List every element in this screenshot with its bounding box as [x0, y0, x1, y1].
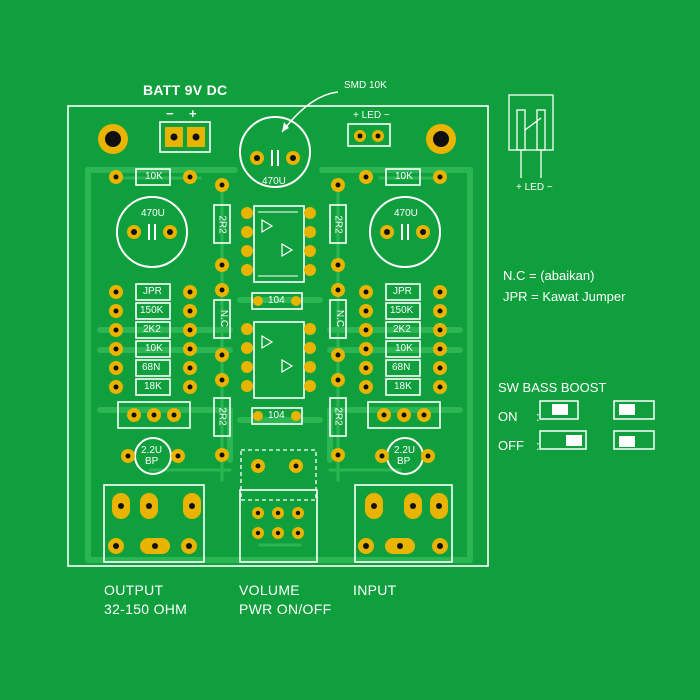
left-150k-label: 150K [140, 305, 164, 316]
cap-left-value: 470U [141, 208, 165, 219]
vertical-parts [213, 178, 347, 462]
led-top-label: + LED − [353, 110, 390, 121]
cap-right [369, 196, 441, 268]
bp-right-value: 2.2U [394, 445, 416, 456]
left-r10k-top [109, 168, 197, 186]
trimmers [117, 401, 441, 429]
left-jpr-label: JPR [143, 286, 162, 297]
right-2r2-a: 2R2 [332, 215, 344, 234]
output-title: OUTPUT [104, 582, 164, 598]
batt-minus: − [166, 106, 174, 121]
left-18k-label: 18K [144, 381, 162, 392]
input-title: INPUT [353, 582, 397, 598]
sw-off-colon: : [536, 438, 540, 453]
output-jack [103, 484, 205, 563]
mounting-holes [98, 124, 456, 154]
bp-left-value: 2.2U [141, 445, 163, 456]
right-r10k-top-label: 10K [395, 171, 413, 182]
batt-connector [159, 121, 211, 153]
switch-on-right [613, 400, 655, 420]
left-10k-label: 10K [145, 343, 163, 354]
smd-label: SMD 10K [344, 80, 387, 91]
volume-power: PWR ON/OFF [239, 601, 332, 617]
cap-top [239, 116, 311, 188]
switch-on-left [539, 400, 579, 420]
left-nc: N.C [218, 309, 230, 328]
switch-off-right [613, 430, 655, 450]
led-side-label: + LED − [516, 182, 553, 193]
led-connector [347, 123, 391, 147]
led-diagram [508, 94, 554, 178]
sw-title: SW BASS BOOST [498, 380, 607, 395]
bp-caps [121, 437, 435, 475]
volume-dashed [240, 449, 317, 501]
left-2k2-label: 2K2 [143, 324, 161, 335]
cap-top-value: 470U [262, 176, 286, 187]
sw-off-label: OFF [498, 438, 524, 453]
cap-104-pads [251, 292, 303, 425]
cap-right-value: 470U [394, 208, 418, 219]
left-r10k-top-label: 10K [145, 171, 163, 182]
ic-top [241, 205, 316, 283]
left-resistors [109, 168, 197, 396]
bp-left-bp: BP [145, 456, 159, 467]
right-10k-label: 10K [395, 343, 413, 354]
output-range: 32-150 OHM [104, 601, 188, 617]
right-resistors [359, 168, 447, 396]
legend-jpr: JPR = Kawat Jumper [503, 289, 626, 304]
right-150k-label: 150K [390, 305, 414, 316]
cap-104-bottom: 104 [268, 410, 285, 421]
right-18k-label: 18K [394, 381, 412, 392]
right-jpr-label: JPR [393, 286, 412, 297]
sw-on-label: ON [498, 409, 518, 424]
right-2k2-label: 2K2 [393, 324, 411, 335]
input-jack [354, 484, 453, 563]
volume-title: VOLUME [239, 582, 300, 598]
batt-label: BATT 9V DC [143, 82, 228, 98]
left-68n-label: 68N [142, 362, 161, 373]
ic-bottom [241, 321, 316, 399]
volume-switch [239, 489, 318, 563]
left-2r2-b: 2R2 [216, 407, 228, 426]
right-68n-label: 68N [392, 362, 411, 373]
switch-off-left [539, 430, 587, 450]
right-nc: N.C [334, 309, 346, 328]
smd-arrow [281, 91, 339, 133]
board-outline [67, 105, 489, 567]
batt-plus: + [189, 106, 197, 121]
left-2r2-a: 2R2 [216, 215, 228, 234]
bp-right-bp: BP [397, 456, 411, 467]
right-2r2-b: 2R2 [332, 407, 344, 426]
cap-left [116, 196, 188, 268]
cap-104-top: 104 [268, 295, 285, 306]
legend-nc: N.C = (abaikan) [503, 268, 595, 283]
sw-on-colon: : [536, 409, 540, 424]
